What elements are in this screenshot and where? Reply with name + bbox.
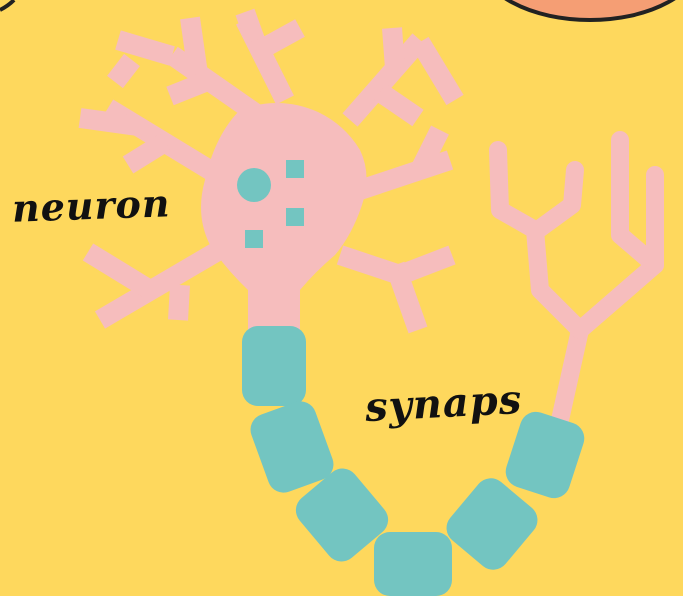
nucleus-square: [245, 230, 263, 248]
neuron-cell: [80, 12, 455, 330]
cell-body: [201, 103, 367, 330]
nucleus-circle: [237, 168, 271, 202]
corner-decoration: [480, 0, 683, 20]
nucleus-square: [286, 208, 304, 226]
axon-terminal: [498, 140, 655, 420]
nucleus-square: [286, 160, 304, 178]
myelin-segment: [374, 532, 452, 596]
neuron-label: neuron: [11, 180, 171, 231]
corner-arc: [0, 0, 14, 10]
synaps-label: synaps: [364, 376, 523, 431]
myelin-segment: [242, 326, 306, 406]
myelin-sheath: [242, 326, 588, 596]
